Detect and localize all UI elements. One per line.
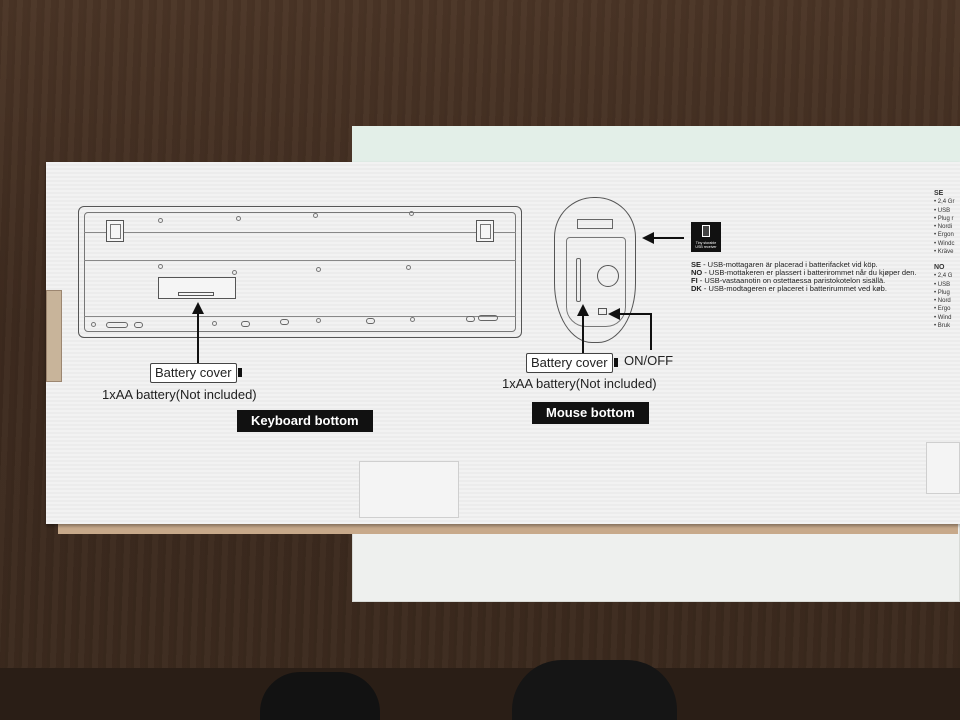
- mouse-outline: [554, 197, 636, 343]
- receiver-note-fi: FI - USB-vastaanotin on ostettaessa pari…: [691, 276, 886, 285]
- keyboard-screw: [158, 218, 163, 223]
- mouse-receiver-slot: [577, 219, 613, 229]
- shoe-left: [260, 672, 380, 720]
- keyboard-screw: [232, 270, 237, 275]
- keyboard-section-title: Keyboard bottom: [237, 410, 373, 432]
- side-item: • Ergo: [934, 306, 951, 313]
- side-item: • USB: [934, 207, 951, 214]
- usb-receiver-caption: Tiny storable USB receiver: [695, 241, 717, 249]
- switch-pointer-line: [618, 313, 651, 315]
- side-column-se: SE • 2,4 Gr • USB • Plug r • Nordi • Erg…: [934, 190, 954, 256]
- side-column-no: NO • 2,4 G • USB • Plug • Nord • Ergo • …: [934, 264, 952, 330]
- mouse-battery-note: 1xAA battery(Not included): [502, 376, 657, 391]
- mouse-pointer-line: [582, 314, 584, 354]
- keyboard-screw: [158, 264, 163, 269]
- side-item: • Bruk: [934, 323, 951, 330]
- box-flap-right: [926, 442, 960, 494]
- keyboard-vent: [466, 316, 475, 322]
- side-header-se: SE: [934, 190, 944, 197]
- keyboard-vent: [241, 321, 250, 327]
- box-flap: [359, 461, 459, 518]
- keyboard-screw: [409, 211, 414, 216]
- mouse-sensor: [597, 265, 619, 287]
- mouse-battery-latch: [576, 258, 581, 302]
- keyboard-screw: [406, 265, 411, 270]
- shoe-right: [512, 660, 677, 720]
- mouse-section-title: Mouse bottom: [532, 402, 649, 424]
- receiver-note-no: NO - USB-mottakeren er plassert i batter…: [691, 268, 917, 277]
- side-item: • Ergon: [934, 232, 954, 239]
- keyboard-vent: [134, 322, 143, 328]
- keyboard-vent: [280, 319, 289, 325]
- side-item: • Nordi: [934, 224, 953, 231]
- keyboard-battery-compartment: [158, 277, 236, 299]
- keyboard-battery-slot: [178, 292, 214, 296]
- switch-pointer-arrow: [608, 308, 620, 320]
- keyboard-line: [84, 260, 516, 261]
- switch-pointer-line: [650, 313, 652, 350]
- side-item: • Windc: [934, 240, 955, 247]
- side-item: • Kräve: [934, 249, 954, 256]
- keyboard-rubber-pad: [478, 315, 498, 321]
- keyboard-foot: [106, 220, 124, 242]
- side-item: • Plug r: [934, 215, 954, 222]
- receiver-note-dk: DK - USB-modtageren er placeret i batter…: [691, 284, 887, 293]
- keyboard-vent: [366, 318, 375, 324]
- usb-receiver-icon: Tiny storable USB receiver: [691, 222, 721, 252]
- paper-sheet-top: [352, 126, 960, 162]
- receiver-note-se: SE - USB-mottagaren är placerad i batter…: [691, 260, 878, 269]
- mouse-power-switch: [598, 308, 607, 315]
- box-tab: [46, 290, 62, 382]
- side-item: • Nord: [934, 298, 951, 305]
- keyboard-screw: [316, 267, 321, 272]
- dongle-pointer-line: [654, 237, 684, 239]
- side-item: • Wind: [934, 314, 952, 321]
- keyboard-screw: [91, 322, 96, 327]
- keyboard-pointer-arrow: [192, 302, 204, 314]
- mouse-battery-cover-label: Battery cover: [526, 353, 618, 373]
- keyboard-pointer-line: [197, 312, 199, 364]
- dongle-pointer-arrow: [642, 232, 654, 244]
- keyboard-screw: [236, 216, 241, 221]
- keyboard-screw: [212, 321, 217, 326]
- on-off-label: ON/OFF: [624, 353, 674, 368]
- keyboard-battery-note: 1xAA battery(Not included): [102, 387, 257, 402]
- mouse-battery-door: [566, 237, 626, 327]
- mouse-pointer-arrow: [577, 304, 589, 316]
- keyboard-foot: [476, 220, 494, 242]
- side-item: • 2,4 G: [934, 273, 953, 280]
- keyboard-line: [84, 232, 516, 233]
- floor: [0, 668, 960, 720]
- keyboard-rubber-pad: [106, 322, 128, 328]
- keyboard-line: [84, 316, 516, 317]
- keyboard-inner-outline: [84, 212, 516, 332]
- side-item: • USB: [934, 281, 951, 288]
- keyboard-screw: [410, 317, 415, 322]
- keyboard-screw: [316, 318, 321, 323]
- usb-plug-icon: [702, 225, 710, 237]
- keyboard-battery-cover-label: Battery cover: [150, 363, 242, 383]
- side-item: • 2,4 Gr: [934, 199, 955, 206]
- keyboard-outline: [78, 206, 522, 338]
- side-item: • Plug: [934, 289, 950, 296]
- side-header-no: NO: [934, 264, 945, 271]
- keyboard-screw: [313, 213, 318, 218]
